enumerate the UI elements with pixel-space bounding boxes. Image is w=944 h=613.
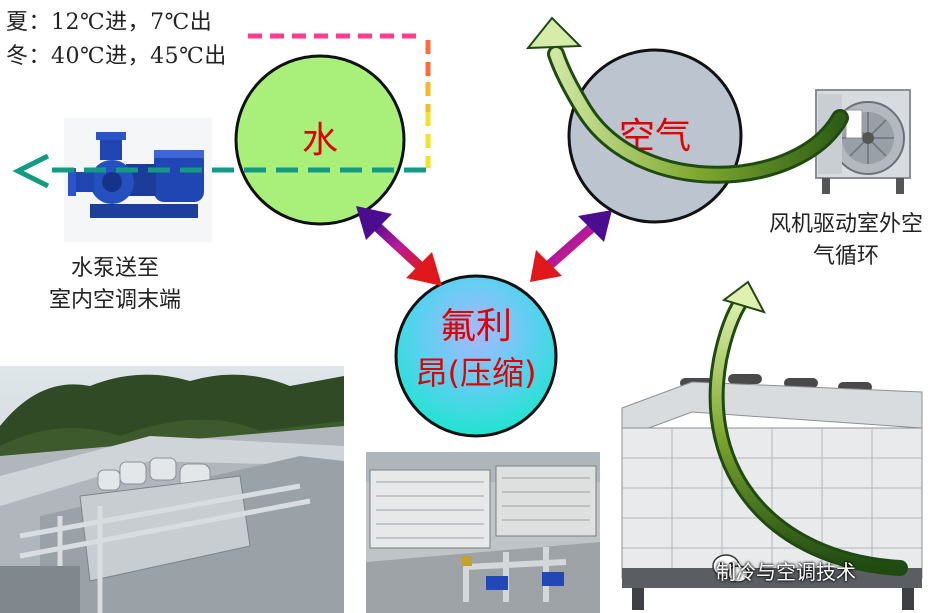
- pump-caption-line2: 室内空调末端: [48, 288, 181, 313]
- rooftop-units-photo: [0, 366, 344, 613]
- water-pump-icon: [64, 118, 212, 242]
- outflow-arrow-icon: [12, 153, 50, 189]
- pump-caption-line1: 水泵送至: [70, 256, 159, 281]
- water-node: [234, 54, 406, 226]
- chiller-air-flow-arrow: [708, 280, 908, 576]
- fan-caption-line1: 风机驱动室外空: [768, 212, 923, 237]
- winter-temperature: 冬：40℃进，45℃出: [6, 44, 227, 69]
- freon-node: [394, 274, 558, 438]
- freon-label-line1: 氟利: [440, 306, 512, 347]
- water-freon-double-arrow: [356, 206, 442, 286]
- large-chiller-photo: [612, 368, 944, 613]
- water-pump-photo: [64, 118, 212, 242]
- air-freon-double-arrow: [530, 210, 612, 282]
- warm-water-dashed-path: [248, 33, 431, 168]
- summer-temperature: 夏：12℃进，7℃出: [6, 10, 213, 35]
- freon-label-line2: 昂(压缩): [416, 354, 537, 392]
- watermark-text: 制冷与空调技术: [716, 560, 856, 584]
- wechat-icon: [712, 554, 749, 583]
- chilled-water-dashed-path: [12, 153, 426, 189]
- outdoor-air-flow-arrow: [525, 16, 849, 184]
- fan-caption-line2: 气循环: [812, 244, 879, 269]
- water-label: 水: [302, 120, 338, 161]
- chiller-units-photo: [366, 452, 600, 613]
